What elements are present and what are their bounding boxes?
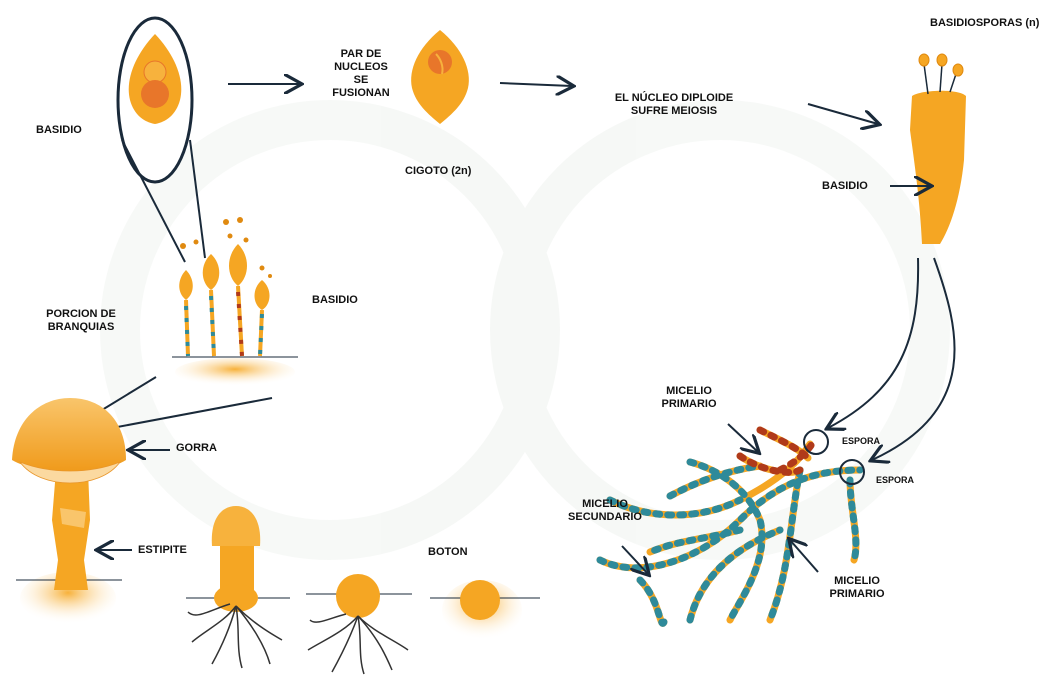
label-porcion-branquias: PORCION DE BRANQUIAS xyxy=(36,308,126,334)
label-basidiosporas: BASIDIOSPORAS (n) xyxy=(930,17,1039,30)
label-micelio-secundario: MICELIO SECUNDARIO xyxy=(560,498,650,524)
arrow-micelio-primario-top xyxy=(728,424,758,452)
bud-with-roots xyxy=(306,574,412,674)
button-primordium xyxy=(430,580,540,640)
label-boton: BOTON xyxy=(428,546,468,559)
label-espora-2: ESPORA xyxy=(876,474,914,487)
label-basidio-right: BASIDIO xyxy=(822,180,868,193)
label-micelio-primario-top: MICELIO PRIMARIO xyxy=(654,385,724,411)
mature-mushroom xyxy=(12,398,126,624)
label-basidio-top: BASIDIO xyxy=(36,124,82,137)
label-gorra: GORRA xyxy=(176,442,217,455)
label-espora-1: ESPORA xyxy=(842,435,880,448)
label-cigoto: CIGOTO (2n) xyxy=(405,165,471,178)
arrow-to-basidiospores xyxy=(808,104,878,124)
arrow-micelio-primario-bottom xyxy=(790,540,818,572)
arrow-to-meiosis xyxy=(500,83,572,86)
label-basidio-mid: BASIDIO xyxy=(312,294,358,307)
label-par-nucleos: PAR DE NUCLEOS SE FUSIONAN xyxy=(330,48,392,100)
gill-portion xyxy=(172,217,298,386)
label-micelio-primario-bottom: MICELIO PRIMARIO xyxy=(822,575,892,601)
label-nucleo-diploide: EL NÚCLEO DIPLOIDE SUFRE MEIOSIS xyxy=(614,92,734,118)
label-estipite: ESTIPITE xyxy=(138,544,187,557)
zygote-cell xyxy=(411,30,469,124)
